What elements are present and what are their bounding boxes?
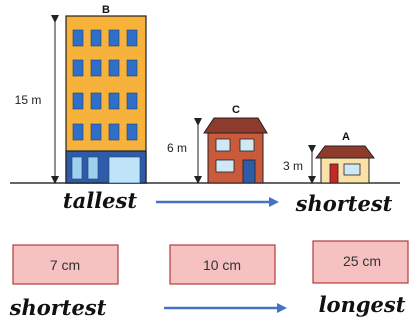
house-a-door [329, 163, 339, 184]
house-a-wall [320, 157, 370, 184]
house-c-window [215, 159, 235, 173]
length-end-label: longest [319, 292, 406, 317]
length-box-10: 10 cm [169, 244, 276, 285]
house-c-roof [203, 117, 268, 134]
length-start-label: shortest [9, 295, 107, 320]
building-c-height-label: 6 m [167, 141, 187, 155]
tower-windows [72, 29, 138, 141]
length-box-label: 7 cm [50, 257, 80, 273]
building-b: B 15 m [15, 4, 147, 184]
building-a-height-label: 3 m [283, 159, 303, 173]
tower-base-window [71, 156, 83, 180]
house-a-roof [315, 145, 375, 159]
length-box-label: 25 cm [343, 253, 381, 269]
building-c: C 6 m [167, 104, 268, 184]
height-end-label: shortest [295, 191, 393, 216]
house-c-window [239, 138, 255, 152]
height-start-label: tallest [63, 188, 137, 213]
tower-base-window [87, 156, 99, 180]
house-a-window [343, 163, 361, 176]
length-box-7: 7 cm [12, 244, 119, 285]
house-c-window [215, 138, 231, 152]
building-a-letter: A [342, 131, 350, 143]
building-c-letter: C [232, 104, 240, 116]
tower-entrance [108, 156, 141, 184]
length-box-25: 25 cm [312, 240, 409, 284]
building-b-letter: B [102, 4, 110, 16]
building-b-height-label: 15 m [15, 93, 42, 107]
building-a: A 3 m [283, 131, 375, 184]
length-box-label: 10 cm [203, 257, 241, 273]
house-c-door [242, 159, 256, 184]
